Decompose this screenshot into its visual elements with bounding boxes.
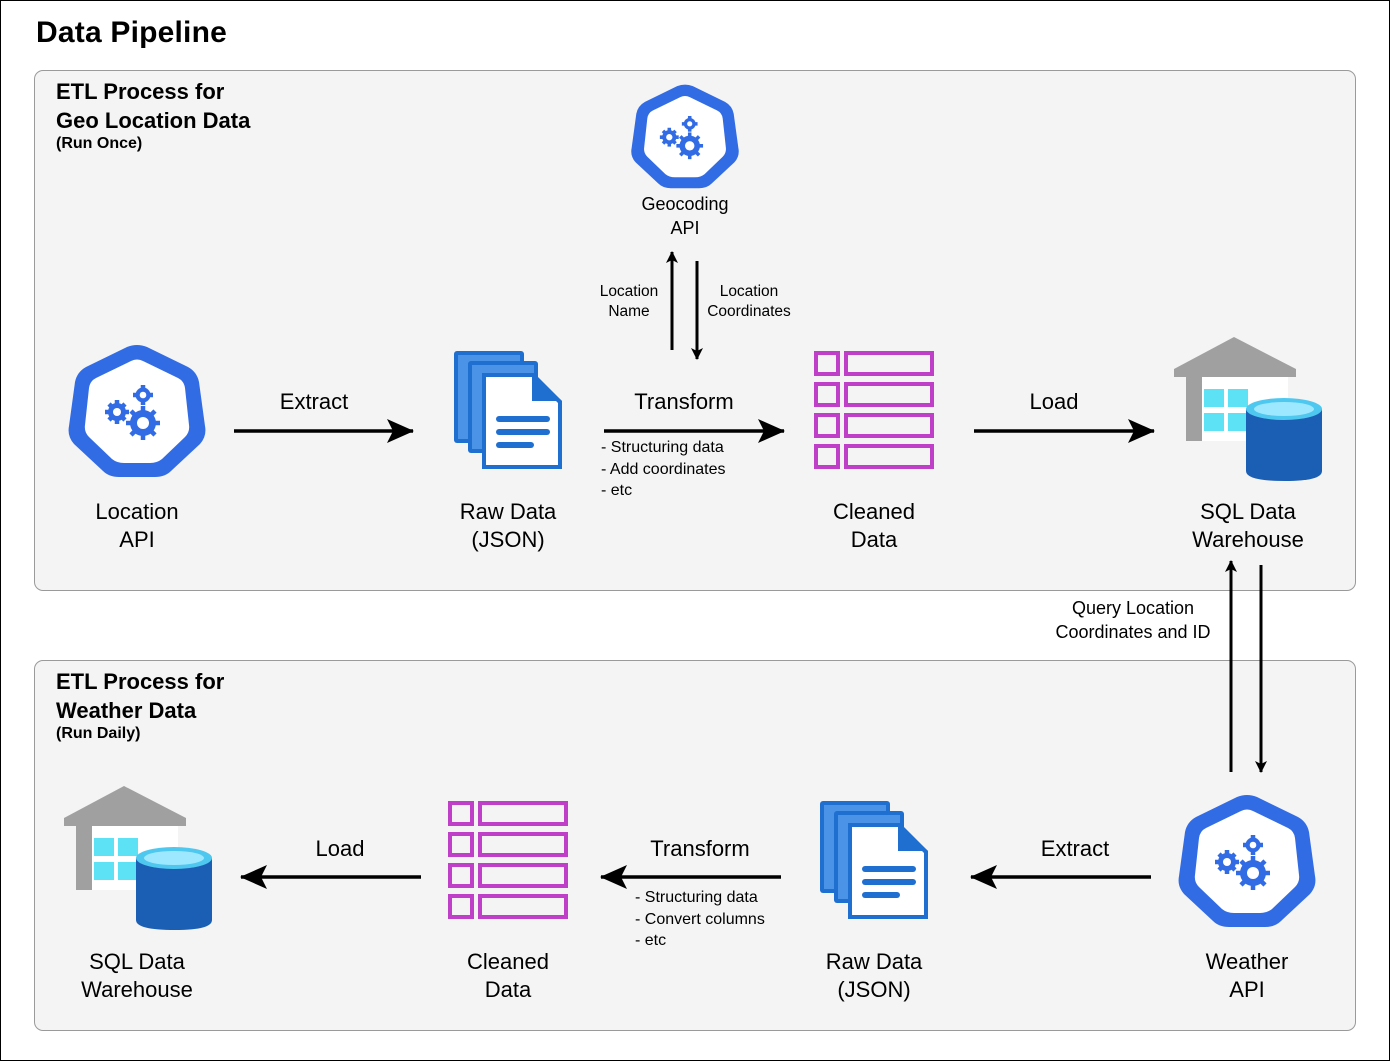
transform-bottom-note-2: - Convert columns <box>635 910 765 928</box>
weather-api-icon <box>1178 795 1316 927</box>
location-name-label-line2: Name <box>608 303 650 320</box>
weather-api-label-line1: Weather <box>1205 949 1289 974</box>
location-api-icon <box>68 345 206 477</box>
location-api-label-line2: API <box>119 527 155 552</box>
location-coordinates-label: Location Coordinates <box>707 282 791 322</box>
extract-top-label: Extract <box>279 389 349 414</box>
transform-bottom-label: Transform <box>650 836 750 861</box>
raw-data-bottom-label-line2: (JSON) <box>837 977 911 1002</box>
raw-data-bottom-label-line1: Raw Data <box>825 949 923 974</box>
cleaned-data-bottom-label-line1: Cleaned <box>467 949 549 974</box>
raw-data-bottom-icon <box>820 801 928 919</box>
page-title: Data Pipeline <box>36 16 227 49</box>
transform-top-notes: - Structuring data - Add coordinates - e… <box>601 437 726 502</box>
transform-top-note-1: - Structuring data <box>601 439 724 456</box>
sql-warehouse-bottom-label-line1: SQL Data <box>89 949 185 974</box>
location-api-label: Location API <box>95 498 178 554</box>
raw-data-top-label-line1: Raw Data <box>459 499 557 524</box>
sql-warehouse-top-label: SQL Data Warehouse <box>1192 498 1304 554</box>
location-name-label-line1: Location <box>599 283 659 300</box>
transform-top-note-2: - Add coordinates <box>601 460 726 478</box>
extract-bottom-label: Extract <box>1040 836 1110 861</box>
sql-warehouse-bottom-label-line2: Warehouse <box>81 977 193 1002</box>
query-label-line2: Coordinates and ID <box>1055 622 1211 642</box>
weather-api-label-line2: API <box>1229 977 1265 1002</box>
location-api-label-line1: Location <box>95 499 179 524</box>
sql-warehouse-bottom-label: SQL Data Warehouse <box>81 948 193 1004</box>
geocoding-api-icon <box>631 84 739 189</box>
raw-data-top-label-line2: (JSON) <box>471 527 545 552</box>
group-geo-title-line1: ETL Process for <box>56 79 225 104</box>
transform-bottom-note-3: - etc <box>635 932 667 949</box>
query-label-line1: Query Location <box>1071 598 1195 618</box>
group-weather-subtitle: (Run Daily) <box>56 725 141 742</box>
cleaned-data-bottom-label: Cleaned Data <box>467 948 549 1004</box>
location-coordinates-label-line2: Coordinates <box>707 303 791 320</box>
geocoding-api-label-line2: API <box>670 218 700 238</box>
transform-top-note-3: - etc <box>601 482 633 499</box>
group-weather-title-line1: ETL Process for <box>56 669 225 694</box>
sql-warehouse-top-icon <box>1174 337 1322 481</box>
raw-data-bottom-label: Raw Data (JSON) <box>826 948 923 1004</box>
group-geo-title: ETL Process for Geo Location Data <box>56 77 250 135</box>
cleaned-data-top-icon <box>814 351 934 469</box>
raw-data-top-icon <box>454 351 562 469</box>
group-geo-title-line2: Geo Location Data <box>56 108 251 133</box>
group-weather-title-line2: Weather Data <box>56 698 197 723</box>
geocoding-api-label-line1: Geocoding <box>641 194 729 214</box>
group-weather-title: ETL Process for Weather Data <box>56 667 224 725</box>
transform-top-label: Transform <box>634 389 734 414</box>
location-name-label: Location Name <box>600 282 659 322</box>
cleaned-data-bottom-icon <box>448 801 568 919</box>
transform-bottom-note-1: - Structuring data <box>635 889 758 906</box>
load-bottom-label: Load <box>315 836 365 861</box>
sql-warehouse-top-label-line1: SQL Data <box>1200 499 1296 524</box>
raw-data-top-label: Raw Data (JSON) <box>460 498 557 554</box>
sql-warehouse-bottom-icon <box>64 786 212 930</box>
group-weather: ETL Process for Weather Data (Run Daily) <box>34 660 1356 1031</box>
weather-api-label: Weather API <box>1206 948 1289 1004</box>
sql-warehouse-top-label-line2: Warehouse <box>1192 527 1304 552</box>
location-coordinates-label-line1: Location <box>719 283 779 300</box>
cleaned-data-top-label-line1: Cleaned <box>833 499 915 524</box>
cleaned-data-top-label: Cleaned Data <box>833 498 915 554</box>
group-geo-subtitle: (Run Once) <box>56 135 143 152</box>
load-top-label: Load <box>1029 389 1079 414</box>
geocoding-api-label: Geocoding API <box>641 192 728 240</box>
cleaned-data-bottom-label-line2: Data <box>484 977 532 1002</box>
cleaned-data-top-label-line2: Data <box>850 527 898 552</box>
transform-bottom-notes: - Structuring data - Convert columns - e… <box>635 887 765 952</box>
query-label: Query Location Coordinates and ID <box>1055 596 1210 644</box>
